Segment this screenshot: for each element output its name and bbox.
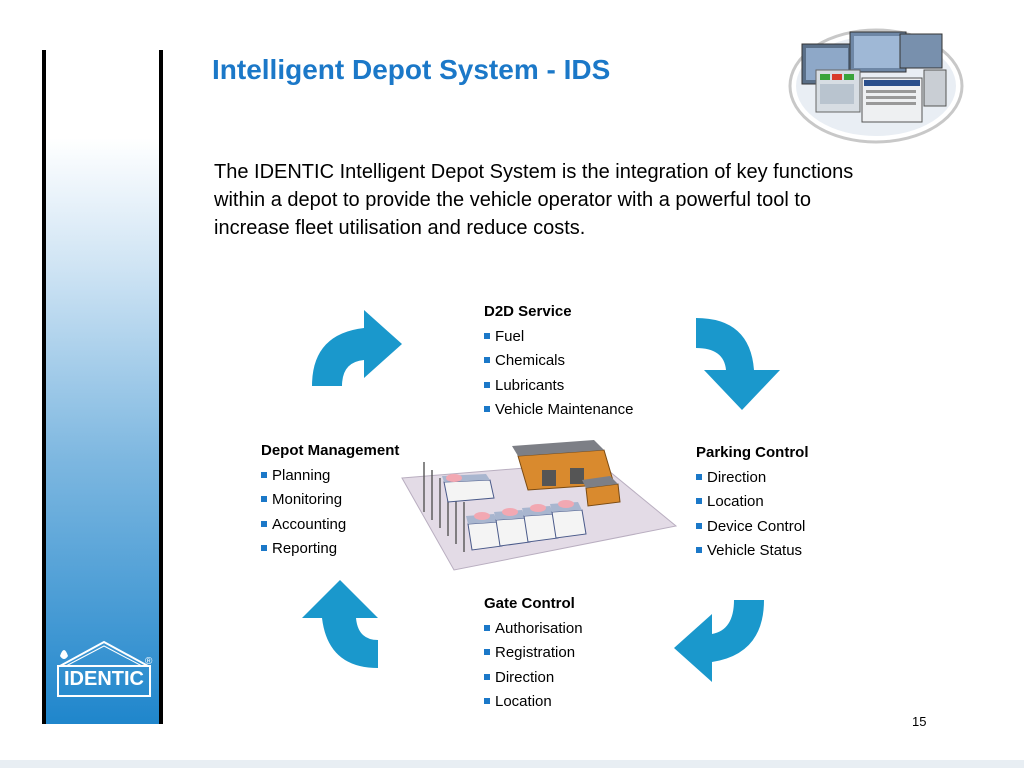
list-item: Fuel: [484, 325, 633, 350]
bullet-icon: [261, 545, 267, 552]
bullet-icon: [261, 520, 267, 527]
gate-control-heading: Gate Control: [484, 595, 575, 612]
logo-mark-icon: [57, 640, 151, 697]
list-item: Vehicle Maintenance: [484, 398, 633, 423]
bullet-icon: [484, 406, 490, 413]
list-item-label: Device Control: [707, 517, 806, 535]
list-item-label: Direction: [707, 468, 767, 486]
list-item: Direction: [484, 666, 583, 691]
parking-control-block: Parking Control Direction Location Devic…: [696, 441, 809, 564]
curved-arrow-top-left-icon: [312, 310, 402, 386]
list-item-label: Vehicle Status: [707, 542, 803, 559]
right-vertical-rule: [159, 50, 163, 724]
identic-logo: IDENTIC ®: [56, 636, 156, 710]
intro-paragraph: The IDENTIC Intelligent Depot System is …: [214, 161, 854, 239]
curved-arrow-bottom-left-icon: [302, 580, 378, 668]
list-item-label: Lubricants: [495, 376, 565, 394]
depot-management-block: Depot Management Planning Monitoring Acc…: [261, 439, 399, 562]
list-item: Monitoring: [261, 488, 399, 513]
curved-arrow-top-right-icon: [696, 318, 780, 410]
list-item-label: Vehicle Maintenance: [495, 401, 634, 418]
depot-illustration-image: [401, 440, 678, 571]
list-item-label: Chemicals: [495, 352, 566, 369]
list-item: Registration: [484, 641, 583, 666]
list-item-label: Authorisation: [495, 619, 583, 637]
list-item: Vehicle Status: [696, 539, 809, 564]
list-item: Direction: [696, 466, 809, 491]
left-vertical-rule: [42, 50, 46, 724]
list-item-label: Reporting: [272, 540, 338, 557]
bullet-icon: [696, 473, 702, 480]
bullet-icon: [261, 496, 267, 503]
d2d-service-heading: D2D Service: [484, 303, 572, 320]
bullet-icon: [484, 673, 490, 680]
list-item: Accounting: [261, 513, 399, 538]
list-item-label: Location: [495, 693, 552, 710]
list-item-label: Accounting: [272, 515, 347, 533]
bullet-icon: [484, 332, 490, 339]
bullet-icon: [261, 471, 267, 478]
list-item: Location: [696, 490, 809, 515]
list-item: Device Control: [696, 515, 809, 540]
depot-management-heading: Depot Management: [261, 442, 400, 459]
curved-arrow-bottom-right-icon: [674, 600, 764, 682]
list-item: Authorisation: [484, 617, 583, 642]
bullet-icon: [484, 381, 490, 388]
bottom-strip: [0, 760, 1024, 768]
list-item: Reporting: [261, 537, 399, 562]
list-item: Location: [484, 690, 583, 715]
bullet-icon: [696, 547, 702, 554]
bullet-icon: [484, 649, 490, 656]
bullet-icon: [484, 624, 490, 631]
list-item-label: Registration: [495, 644, 576, 661]
d2d-service-block: D2D Service Fuel Chemicals Lubricants Ve…: [484, 300, 633, 423]
page-title: Intelligent Depot System - IDS: [212, 54, 611, 85]
bullet-icon: [484, 698, 490, 705]
list-item-label: Planning: [272, 466, 331, 484]
list-item: Chemicals: [484, 349, 633, 374]
page-number: 15: [912, 714, 927, 729]
computer-screens-image: [788, 28, 964, 144]
list-item-label: Direction: [495, 668, 555, 686]
list-item-label: Monitoring: [272, 491, 343, 508]
sidebar-gradient: [46, 138, 159, 724]
list-item-label: Location: [707, 493, 764, 510]
parking-control-heading: Parking Control: [696, 444, 809, 461]
bullet-icon: [696, 522, 702, 529]
bullet-icon: [696, 498, 702, 505]
list-item: Planning: [261, 464, 399, 489]
gate-control-block: Gate Control Authorisation Registration …: [484, 592, 583, 715]
logo-text: IDENTIC: [64, 668, 144, 690]
bullet-icon: [484, 357, 490, 364]
list-item: Lubricants: [484, 374, 633, 399]
registered-mark: ®: [145, 656, 153, 667]
list-item-label: Fuel: [495, 327, 525, 345]
